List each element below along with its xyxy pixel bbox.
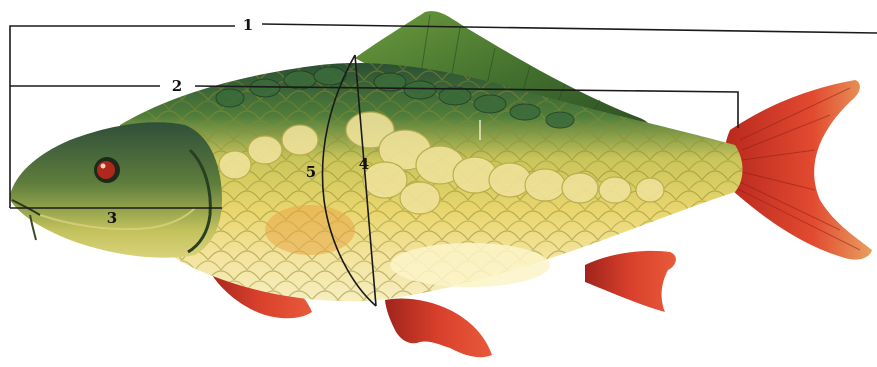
pelvic-fin	[385, 298, 492, 357]
label-3: 3	[107, 209, 117, 227]
label-2: 2	[172, 77, 182, 95]
label-4: 4	[359, 155, 369, 173]
label-5: 5	[306, 163, 316, 181]
measure-line-1-right	[262, 24, 877, 33]
label-1: 1	[243, 16, 253, 34]
anal-fin	[585, 251, 676, 312]
belly-highlight	[390, 243, 550, 287]
fish-head	[10, 122, 222, 257]
tail-fin	[724, 80, 872, 260]
belly-shade	[265, 205, 355, 255]
